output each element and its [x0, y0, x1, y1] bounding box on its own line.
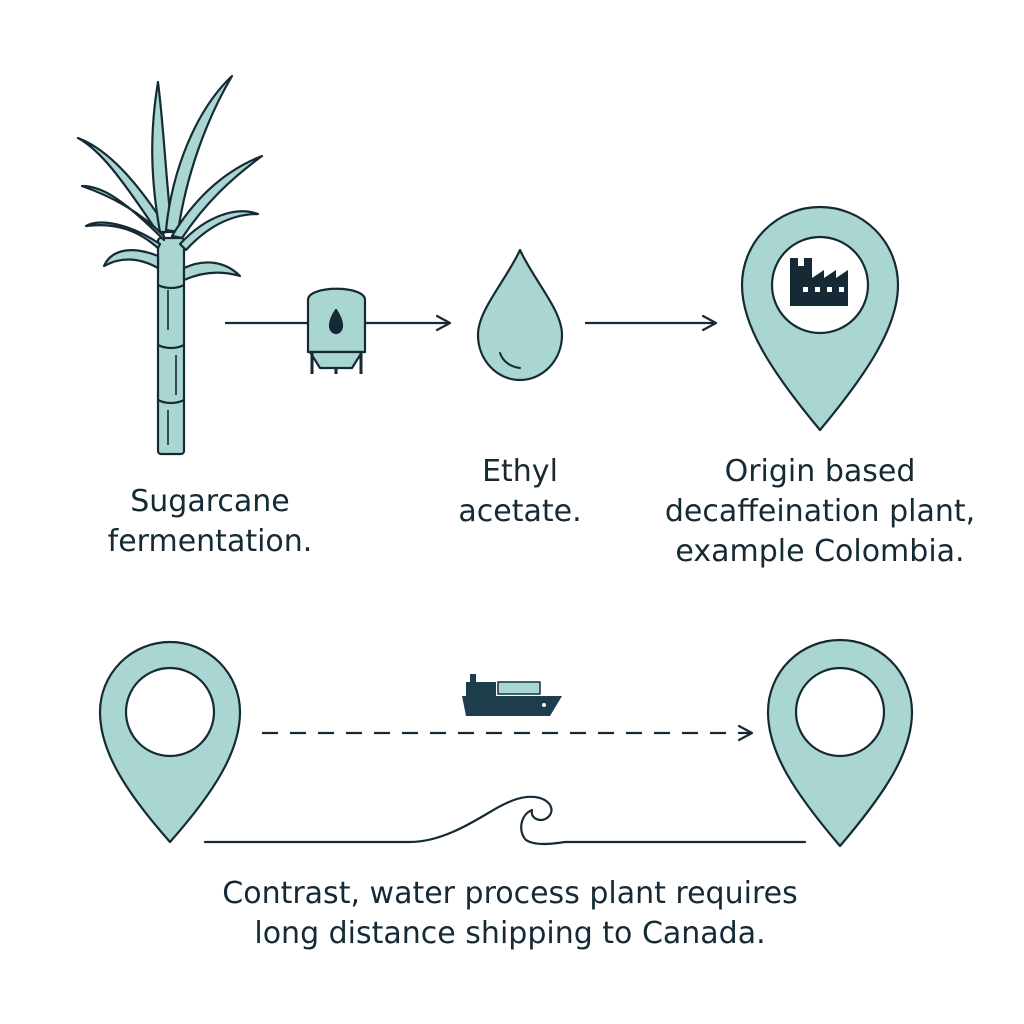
sugarcane-fermentation-label: Sugarcane fermentation. [60, 482, 360, 562]
origin-plant-label: Origin based decaffeination plant, examp… [640, 452, 1000, 572]
sugarcane-icon [76, 74, 264, 456]
ethyl-label-line-2: acetate. [458, 494, 582, 529]
fermentation-tank-icon [306, 287, 367, 374]
factory-icon [790, 258, 848, 306]
cargo-ship-icon [462, 674, 562, 716]
sugarcane-label-line-2: fermentation. [107, 524, 313, 559]
liquid-drop-icon [476, 248, 564, 382]
contrast-line-1: Contrast, water process plant requires [222, 876, 798, 911]
destination-location-pin-icon [766, 638, 914, 848]
origin-location-pin-icon [98, 640, 242, 844]
ethyl-label-line-1: Ethyl [482, 454, 558, 489]
wave-icon [203, 795, 807, 846]
sugarcane-label-line-1: Sugarcane [130, 484, 290, 519]
contrast-caption: Contrast, water process plant requires l… [160, 874, 860, 954]
ethyl-acetate-label: Ethyl acetate. [420, 452, 620, 532]
origin-label-line-3: example Colombia. [675, 534, 965, 569]
origin-label-line-1: Origin based [724, 454, 916, 489]
factory-location-pin-icon [740, 205, 900, 432]
contrast-line-2: long distance shipping to Canada. [254, 916, 766, 951]
origin-label-line-2: decaffeination plant, [664, 494, 976, 529]
